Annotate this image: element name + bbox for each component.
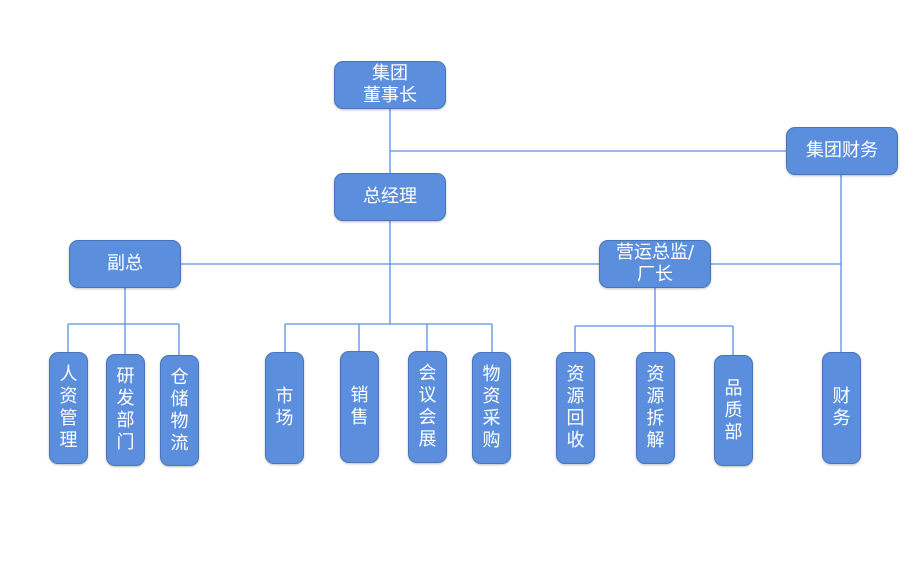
node-rnd[interactable]: 研发部门 — [106, 354, 145, 466]
node-sales-label: 销售 — [350, 385, 369, 428]
node-hr-label: 人资管理 — [59, 364, 78, 451]
node-general-manager[interactable]: 总经理 — [334, 173, 446, 221]
node-dismantling[interactable]: 资源拆解 — [636, 352, 675, 464]
node-operations-director-label: 营运总监/ 厂长 — [615, 242, 695, 285]
node-finance-label: 财务 — [832, 386, 851, 429]
node-chairman[interactable]: 集团 董事长 — [334, 61, 446, 109]
node-group-finance[interactable]: 集团财务 — [786, 127, 898, 175]
node-warehouse[interactable]: 仓储物流 — [160, 355, 199, 466]
node-finance[interactable]: 财务 — [822, 352, 861, 464]
node-procurement-label: 物资采购 — [482, 364, 501, 451]
node-vice-president-label: 副总 — [107, 253, 143, 274]
node-market[interactable]: 市场 — [265, 352, 304, 464]
node-procurement[interactable]: 物资采购 — [472, 352, 511, 464]
node-quality-label: 品质部 — [724, 377, 743, 443]
node-market-label: 市场 — [275, 386, 294, 429]
node-recycling[interactable]: 资源回收 — [556, 352, 595, 464]
node-operations-director[interactable]: 营运总监/ 厂长 — [599, 240, 711, 288]
node-rnd-label: 研发部门 — [116, 366, 135, 453]
node-exhibition[interactable]: 会议会展 — [408, 351, 447, 463]
node-group-finance-label: 集团财务 — [806, 140, 878, 161]
node-dismantling-label: 资源拆解 — [646, 364, 665, 451]
node-quality[interactable]: 品质部 — [714, 355, 753, 466]
node-general-manager-label: 总经理 — [363, 186, 417, 207]
node-sales[interactable]: 销售 — [340, 351, 379, 463]
node-hr[interactable]: 人资管理 — [49, 352, 88, 464]
node-chairman-label: 集团 董事长 — [363, 63, 417, 106]
node-vice-president[interactable]: 副总 — [69, 240, 181, 288]
node-warehouse-label: 仓储物流 — [170, 366, 189, 454]
node-recycling-label: 资源回收 — [566, 364, 585, 451]
node-exhibition-label: 会议会展 — [418, 363, 437, 450]
